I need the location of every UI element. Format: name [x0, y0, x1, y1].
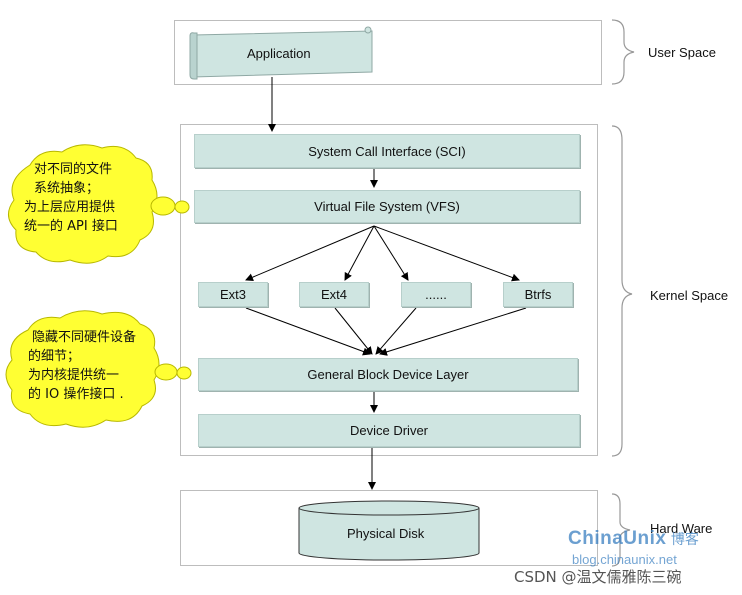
ext4-label: Ext4 [320, 287, 347, 302]
application-scroll [189, 26, 373, 80]
application-label: Application [247, 46, 311, 61]
user-space-brace [611, 19, 635, 85]
csdn-watermark: CSDN @温文儒雅陈三碗 [514, 568, 682, 586]
vfs-label: Virtual File System (VFS) [314, 199, 460, 214]
block-layer-label: General Block Device Layer [307, 367, 469, 382]
sci-box: System Call Interface (SCI) [194, 134, 580, 168]
vfs-note-line: 为上层应用提供 [24, 200, 116, 215]
device-driver-label: Device Driver [349, 423, 428, 438]
ext4-box: Ext4 [299, 282, 369, 307]
ext3-box: Ext3 [198, 282, 268, 307]
sci-label: System Call Interface (SCI) [308, 143, 466, 159]
block-layer-box: General Block Device Layer [198, 358, 578, 391]
block-note-line: 的 IO 操作接口 . [28, 387, 124, 402]
block-callout-bubble [5, 310, 192, 428]
vfs-callout-bubble [8, 144, 190, 264]
chinaunix-brand-cn: 博客 [670, 532, 699, 548]
hardware-brace [611, 493, 631, 567]
hardware-label: Hard Ware [650, 521, 713, 536]
chinaunix-brand: ChinaUnix [568, 528, 667, 549]
ext3-label: Ext3 [219, 287, 246, 302]
btrfs-box: Btrfs [503, 282, 573, 307]
other-fs-box: ...... [401, 282, 471, 307]
chinaunix-watermark: ChinaUnix 博客 [568, 528, 699, 550]
btrfs-label: Btrfs [524, 287, 552, 302]
physical-disk-cylinder [298, 500, 480, 561]
kernel-space-label: Kernel Space [650, 288, 729, 303]
block-note-line: 隐藏不同硬件设备 [32, 330, 137, 345]
vfs-note-line: 对不同的文件 [34, 162, 113, 177]
user-space-label: User Space [648, 45, 716, 60]
device-driver-box: Device Driver [198, 414, 580, 447]
block-note-line: 的细节； [28, 349, 81, 364]
vfs-note-line: 系统抽象； [34, 181, 100, 196]
vfs-note-line: 统一的 API 接口 [24, 219, 118, 234]
block-callout-text: 隐藏不同硬件设备 的细节； 为内核提供统一 的 IO 操作接口 . [28, 328, 160, 404]
vfs-box: Virtual File System (VFS) [194, 190, 580, 223]
physical-disk-label: Physical Disk [347, 526, 425, 541]
block-note-line: 为内核提供统一 [28, 368, 120, 383]
chinaunix-url: blog.chinaunix.net [572, 552, 677, 567]
other-fs-label: ...... [425, 287, 447, 302]
vfs-callout-text: 对不同的文件 系统抽象； 为上层应用提供 统一的 API 接口 [24, 160, 154, 236]
kernel-space-brace [611, 125, 633, 457]
